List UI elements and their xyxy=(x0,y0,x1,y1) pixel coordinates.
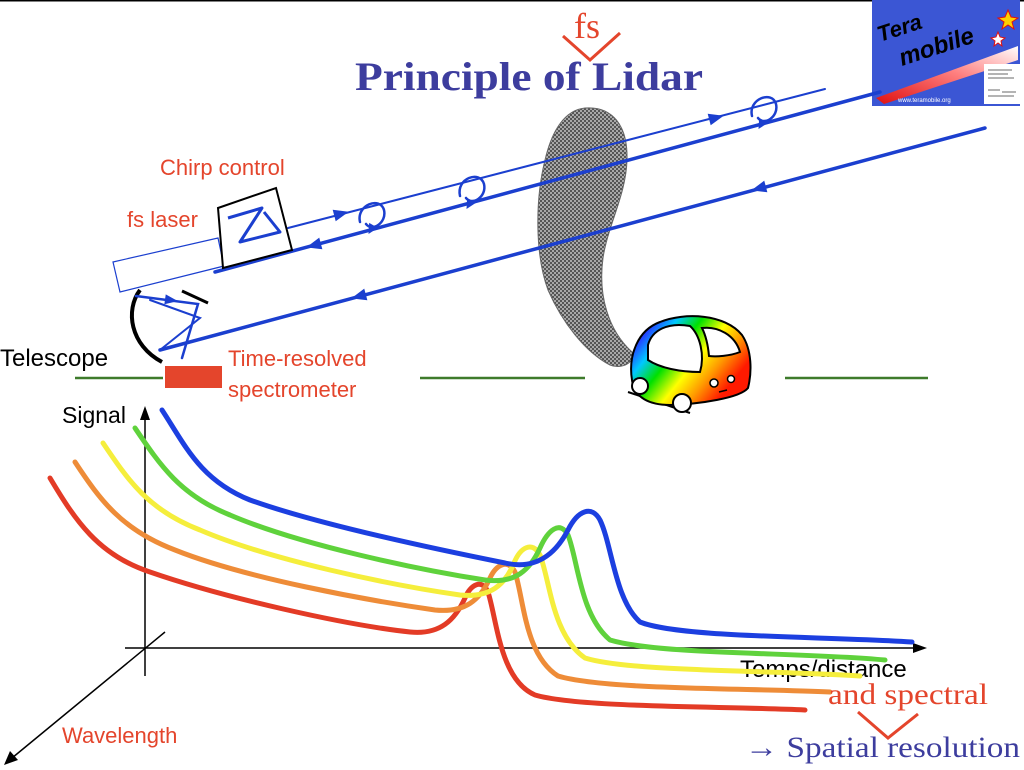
polluting-car xyxy=(627,315,752,414)
spectrometer-block xyxy=(165,366,222,388)
secondary-mirror xyxy=(181,289,209,305)
insert-caret-icon xyxy=(562,31,622,63)
signal-curve-green xyxy=(132,425,888,663)
car-grille xyxy=(718,389,728,393)
arrow-left-icon xyxy=(751,180,768,193)
arrow-down-icon xyxy=(758,117,768,130)
polarization-loop-icon xyxy=(750,95,778,123)
telescope: Telescope Time-resolved spectrometer xyxy=(0,288,367,402)
insert-caret-icon xyxy=(857,710,919,740)
star-icon xyxy=(996,8,1020,31)
telescope-beam-path xyxy=(134,294,200,360)
arrow-down-icon xyxy=(466,197,476,210)
logo-partner-marks xyxy=(988,69,1016,97)
laser-source: Chirp control fs laser xyxy=(112,155,294,293)
primary-mirror xyxy=(130,288,163,364)
outgoing-beam-thin xyxy=(287,88,826,229)
spectrometer-label-line1: Time-resolved xyxy=(228,346,367,371)
top-border xyxy=(0,0,1024,2)
fs-laser-body xyxy=(112,237,225,293)
spectrometer-label-line2: spectrometer xyxy=(228,377,356,402)
arrow-up-icon xyxy=(140,406,150,420)
arrow-down-icon xyxy=(368,222,378,235)
arrow-right-icon xyxy=(164,294,178,305)
conclusion: and spectral → Spatial resolution xyxy=(745,678,1020,764)
car-side-window xyxy=(700,326,742,358)
signal-axis-label: Signal xyxy=(62,402,126,428)
polarization-loop-icon xyxy=(458,175,486,203)
arrow-left-icon xyxy=(351,288,368,301)
title-insert-fs: fs xyxy=(574,6,600,46)
car-windshield xyxy=(647,324,703,374)
title-group: Principle of Lidar fs xyxy=(355,6,703,99)
logo-streak xyxy=(876,46,1018,104)
conclusion-main: → Spatial resolution xyxy=(745,731,1020,764)
arrow-right-icon xyxy=(913,643,927,653)
wavelength-axis-label: Wavelength xyxy=(62,723,177,748)
wavelength-axis xyxy=(11,631,166,759)
signal-curve-blue xyxy=(159,407,915,645)
telescope-label: Telescope xyxy=(0,345,108,372)
outgoing-beam xyxy=(213,90,882,274)
conclusion-insert: and spectral xyxy=(828,678,988,711)
car-headlight xyxy=(709,378,719,388)
arrow-right-icon xyxy=(707,113,724,126)
telescope-beam-path xyxy=(149,299,203,351)
arrow-down-left-icon xyxy=(4,751,18,765)
arrow-right-icon xyxy=(332,209,349,222)
fs-laser-label: fs laser xyxy=(127,207,198,232)
car-wheel xyxy=(672,393,692,413)
signal-curves xyxy=(47,407,915,713)
laser-beams xyxy=(158,88,987,352)
return-beam xyxy=(158,126,987,352)
signal-curve-red xyxy=(47,475,808,713)
arrow-left-icon xyxy=(306,237,323,250)
car-wheel xyxy=(631,377,649,395)
logo-partner-panel xyxy=(984,64,1020,104)
page-title: Principle of Lidar xyxy=(355,54,703,99)
star-icon xyxy=(989,30,1007,48)
pulse-compressor-icon xyxy=(227,206,282,244)
graph-axes: Signal Temps/distance Wavelength xyxy=(4,402,927,765)
chirp-control-label: Chirp control xyxy=(160,155,285,180)
chirp-control-box xyxy=(216,186,294,270)
logo-url: www.teramobile.org xyxy=(897,98,951,104)
car-headlight xyxy=(726,374,736,384)
teramobile-logo: Tera mobile www.teramobile.org xyxy=(872,0,1020,106)
